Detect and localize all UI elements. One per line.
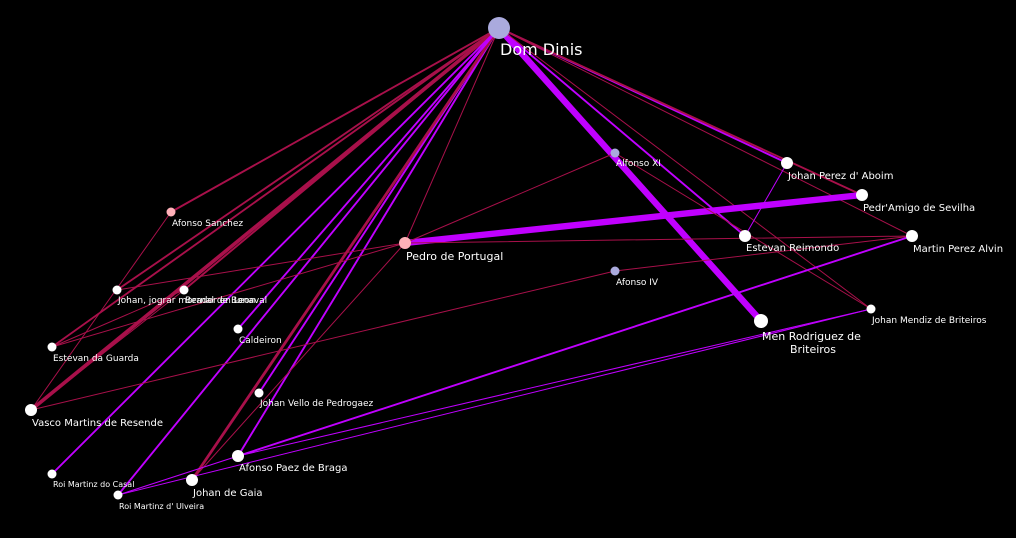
edge-dom-dinis-roi-martinz-do-casal [51,27,500,475]
node-vasco-martins-de-resende[interactable] [25,404,37,416]
node-roi-martinz-do-casal[interactable] [47,469,57,479]
node-pedro-de-portugal[interactable] [399,237,411,249]
node-bernal-de-bonaval[interactable] [179,285,189,295]
node-martin-perez-alvin[interactable] [906,230,918,242]
node-johan-vello-de-pedrogaez[interactable] [254,388,264,398]
edge-pedro-de-portugal-martin-perez-alvin [404,235,913,244]
node-roi-martinz-dulveira[interactable] [113,490,123,500]
node-estevan-reimondo[interactable] [739,230,751,242]
node-afonso-sanchez[interactable] [166,207,176,217]
edge-dom-dinis-afonso-sanchez [170,27,500,213]
edge-estevan-da-guarda-bernal-de-bonaval [51,289,185,348]
node-johan-mendiz-de-briteiros[interactable] [866,304,876,314]
node-alfonso-xi[interactable] [610,148,620,158]
node-label-afonso-iv: Afonso IV [616,278,659,288]
edge-afonso-paez-de-braga-martin-perez-alvin [237,235,913,457]
node-label-roi-martinz-do-casal: Roi Martinz do Casal [53,480,134,489]
node-afonso-paez-de-braga[interactable] [232,450,244,462]
node-dom-dinis[interactable] [488,17,510,39]
node-johan-jograr[interactable] [112,285,122,295]
node-label-dom-dinis: Dom Dinis [500,40,582,59]
edge-dom-dinis-vasco-martins-de-resende [29,26,501,412]
edge-dom-dinis-men-rodriguez-de-briteiros [495,24,765,325]
node-pedramigo-de-sevilha[interactable] [856,189,868,201]
node-label-johan-vello-de-pedrogaez: Johan Vello de Pedrogaez [259,399,374,409]
node-label-johan-jograr: Johan, jograr morador en Leon [117,296,255,306]
edge-dom-dinis-johan-de-gaia [190,26,501,482]
node-label-estevan-reimondo: Estevan Reimondo [746,243,839,254]
edge-dom-dinis-johan-jograr [116,27,500,291]
edge-dom-dinis-estevan-reimondo [498,27,746,237]
edge-afonso-iv-martin-perez-alvin [614,235,913,272]
node-label-estevan-da-guarda: Estevan da Guarda [53,354,139,364]
edge-dom-dinis-afonso-paez-de-braga [237,27,500,457]
edge-pedro-de-portugal-pedramigo-de-sevilha [401,191,866,247]
node-label-martin-perez-alvin: Martin Perez Alvin [913,244,1003,255]
edge-afonso-iv-vasco-martins-de-resende [30,270,616,411]
edge-dom-dinis-pedro-de-portugal [404,27,500,244]
edge-dom-dinis-johan-mendiz-de-briteiros [498,27,872,310]
node-label-alfonso-xi: Alfonso XI [616,159,661,169]
node-afonso-iv[interactable] [610,266,620,276]
edge-dom-dinis-caldeiron [237,27,500,330]
edges-layer [29,24,913,496]
node-label-johan-perez-daboim: Johan Perez d' Aboim [787,171,893,182]
edge-roi-martinz-dulveira-johan-mendiz-de-briteiros [117,308,872,496]
node-label-pedramigo-de-sevilha: Pedr'Amigo de Sevilha [863,203,975,214]
edge-roi-martinz-dulveira-afonso-paez-de-braga [117,455,239,496]
node-caldeiron[interactable] [233,324,243,334]
node-estevan-da-guarda[interactable] [47,342,57,352]
node-label-afonso-sanchez: Afonso Sanchez [172,219,243,229]
node-label-caldeiron: Caldeiron [239,336,282,346]
edge-pedro-de-portugal-estevan-da-guarda [51,242,406,348]
node-johan-perez-daboim[interactable] [781,157,793,169]
edge-johan-perez-daboim-estevan-reimondo [744,162,788,237]
node-label-pedro-de-portugal: Pedro de Portugal [406,250,503,263]
edge-afonso-sanchez-vasco-martins-de-resende [30,211,172,411]
edge-dom-dinis-estevan-da-guarda [51,27,500,348]
node-label-johan-de-gaia: Johan de Gaia [192,488,263,499]
edge-pedro-de-portugal-johan-de-gaia [191,242,406,481]
edge-dom-dinis-pedramigo-de-sevilha [498,27,863,196]
node-label-vasco-martins-de-resende: Vasco Martins de Resende [32,418,163,429]
node-label-johan-mendiz-de-briteiros: Johan Mendiz de Briteiros [871,316,987,326]
edge-vasco-martins-de-resende-bernal-de-bonaval [30,289,185,411]
node-label-afonso-paez-de-braga: Afonso Paez de Braga [239,463,348,474]
nodes-layer [25,17,918,500]
node-label-roi-martinz-dulveira: Roi Martinz d' Ulveira [119,502,204,511]
edge-dom-dinis-roi-martinz-dulveira [117,27,500,496]
edge-dom-dinis-martin-perez-alvin [498,27,913,237]
node-men-rodriguez-de-briteiros[interactable] [754,314,768,328]
edge-pedro-de-portugal-johan-jograr [116,242,406,291]
node-johan-de-gaia[interactable] [186,474,198,486]
edge-pedro-de-portugal-alfonso-xi [404,152,616,244]
node-label-bernal-de-bonaval: Bernal de Bonaval [185,296,267,306]
edge-afonso-paez-de-braga-johan-mendiz-de-briteiros [237,308,872,457]
